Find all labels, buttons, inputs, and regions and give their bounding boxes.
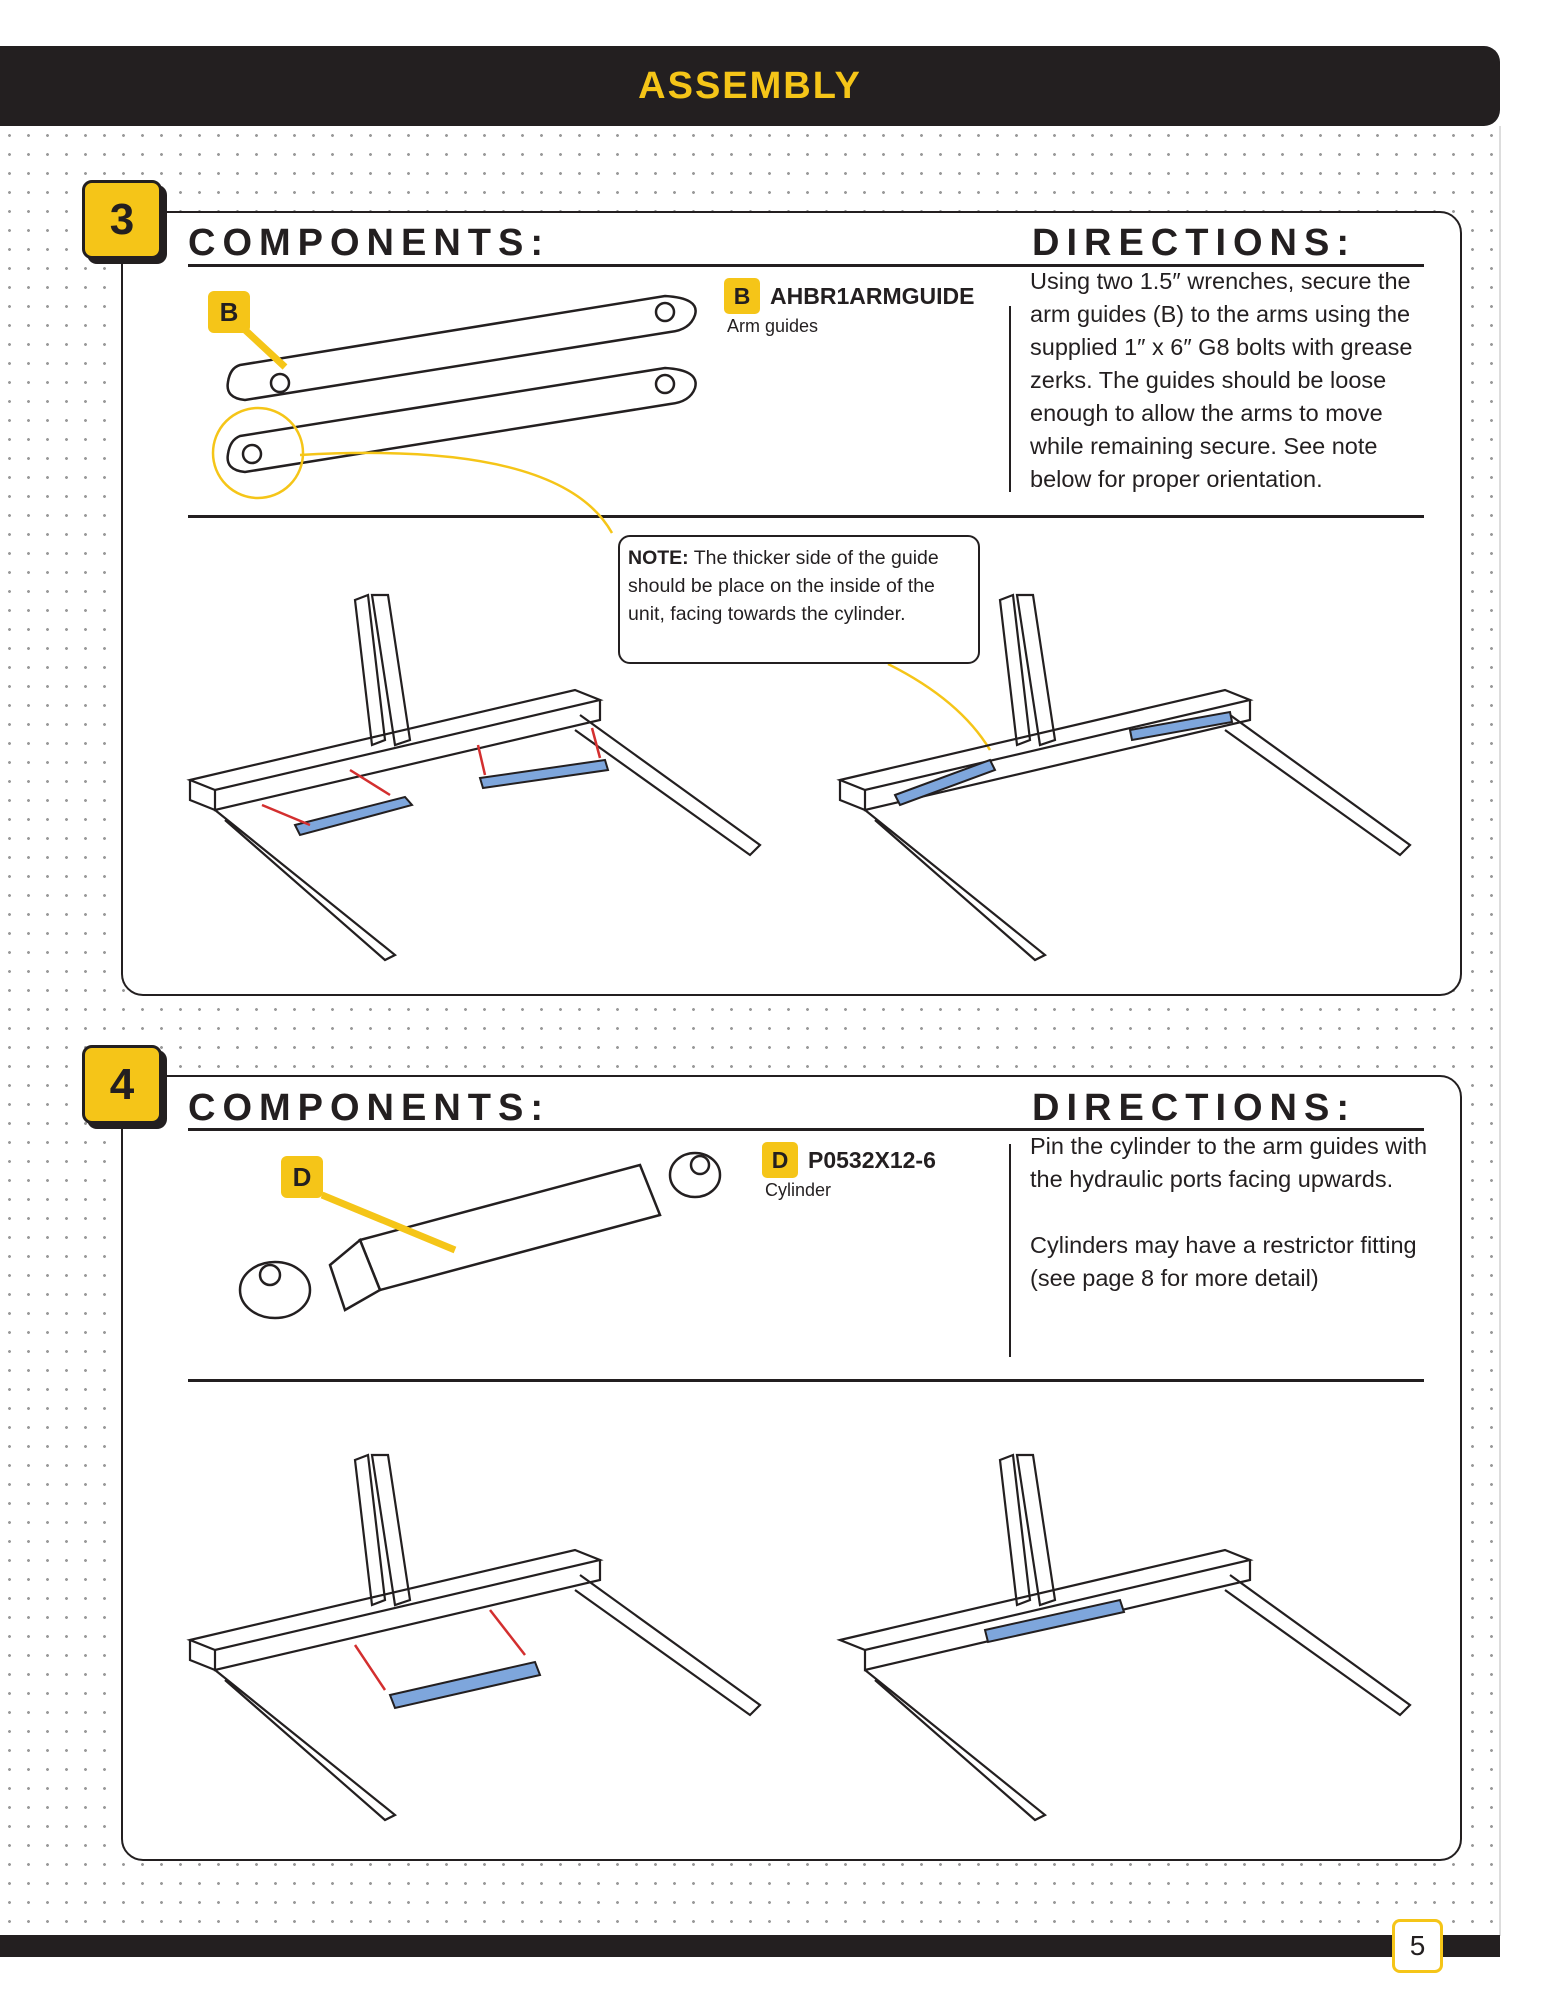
page-number: 5 [1392,1919,1443,1973]
frame-drawing-before [186,593,762,962]
divider [1009,1144,1011,1357]
note-box: NOTE: The thicker side of the guide shou… [618,535,980,664]
note-text: The thicker side of the guide should be … [628,547,939,625]
part-letter-badge: B [724,278,760,314]
directions-paragraph: Pin the cylinder to the arm guides with … [1030,1133,1428,1192]
divider [188,1379,1424,1382]
directions-heading: DIRECTIONS: [1032,1087,1356,1129]
divider [1009,306,1011,492]
part-label: B AHBR1ARMGUIDE [724,278,974,314]
divider [188,515,1424,518]
arm-guides-drawing [226,294,697,474]
step-number-badge: 4 [82,1045,162,1124]
part-description: Cylinder [765,1180,832,1200]
callout-badge: B [208,291,250,333]
part-label: D P0532X12-6 [762,1142,936,1178]
callout-badge: D [281,1156,323,1198]
directions-heading: DIRECTIONS: [1032,222,1356,264]
note-label: NOTE: [628,547,689,569]
directions-text: Using two 1.5″ wrenches, secure the arm … [1030,268,1413,492]
footer-bar [0,1935,1500,1957]
section-title: ASSEMBLY [638,64,862,107]
step-number-badge: 3 [82,180,162,259]
directions-text: Pin the cylinder to the arm guides with … [1030,1130,1450,1295]
part-letter-badge: D [762,1142,798,1178]
page-edge [1499,126,1501,1936]
frame-drawing-after [836,593,1412,962]
part-code: P0532X12-6 [808,1146,936,1173]
cylinder-drawing [238,1151,722,1320]
part-description: Arm guides [727,316,819,336]
divider [188,1128,1424,1131]
section-header: ASSEMBLY [0,46,1500,126]
part-code: AHBR1ARMGUIDE [770,282,975,309]
directions-paragraph: Cylinders may have a restrictor fitting … [1030,1232,1417,1291]
components-heading: COMPONENTS: [188,222,550,264]
divider [188,264,1424,267]
components-heading: COMPONENTS: [188,1087,550,1129]
